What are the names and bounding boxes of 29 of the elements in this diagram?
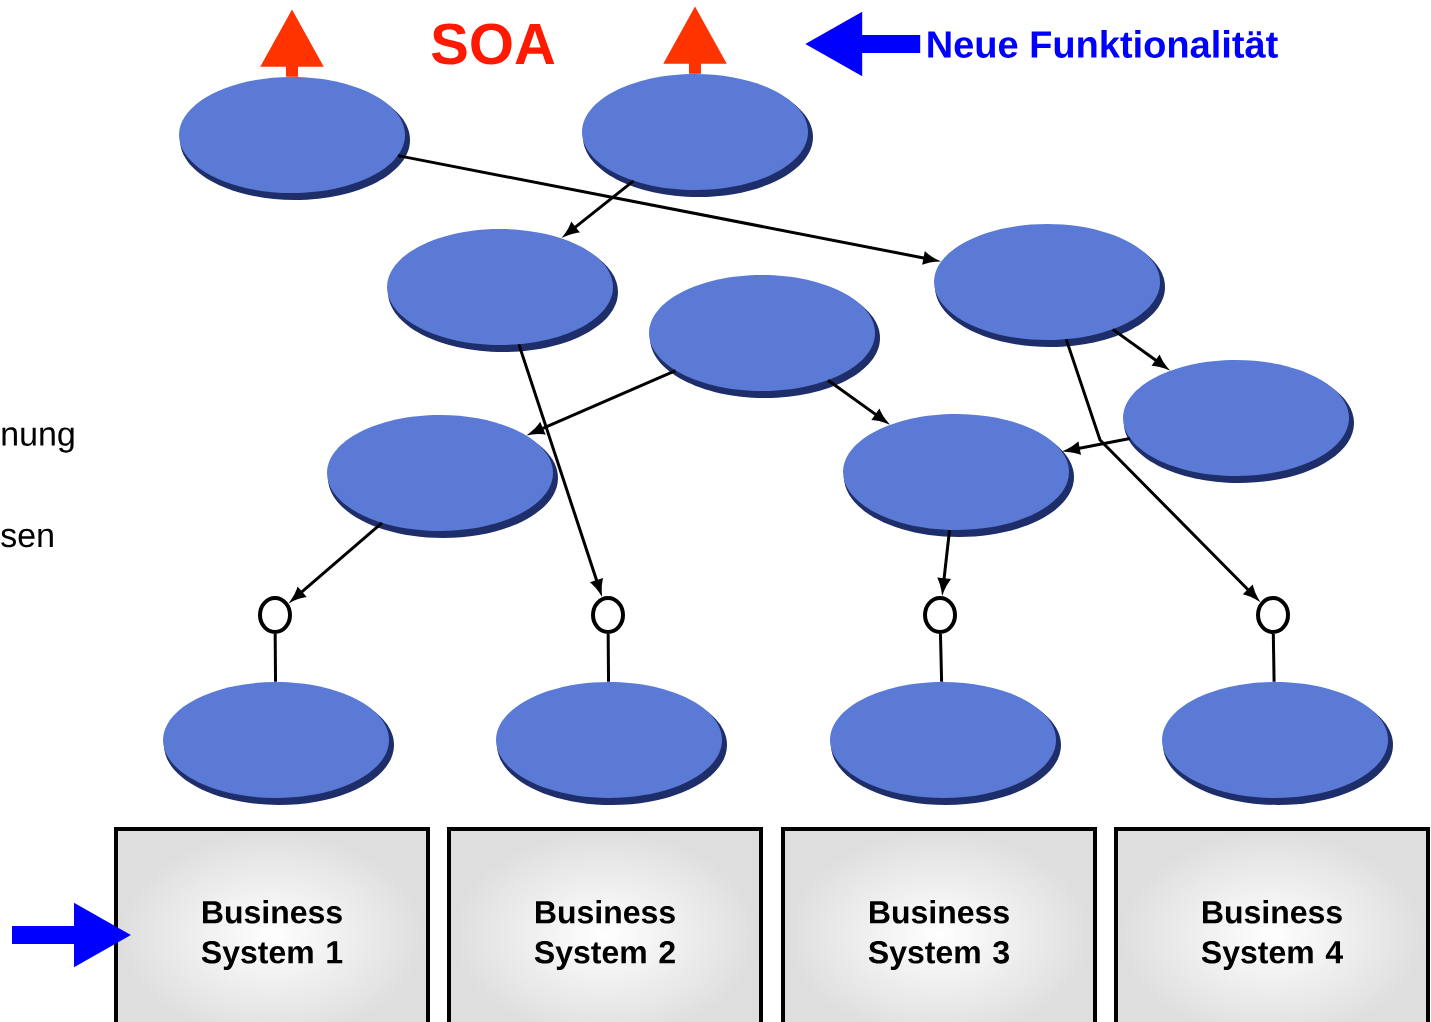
service-ellipse bbox=[934, 224, 1165, 347]
title: SOA bbox=[431, 23, 555, 65]
arrow bbox=[1111, 328, 1167, 369]
service-ellipse bbox=[163, 682, 394, 805]
service-ellipse bbox=[649, 275, 880, 398]
side-text: nung bbox=[2, 427, 74, 453]
system-box: Business System 2 bbox=[447, 827, 763, 1022]
service-ellipse bbox=[327, 415, 558, 538]
interface-circle bbox=[1256, 596, 1290, 634]
service-ellipse bbox=[830, 682, 1061, 805]
arrow bbox=[827, 379, 887, 423]
service-ellipse bbox=[387, 229, 618, 352]
side-text: sen bbox=[1, 528, 53, 548]
system-box: Business System 1 bbox=[114, 827, 430, 1022]
service-ellipse bbox=[1123, 360, 1354, 483]
interface-circle bbox=[591, 596, 625, 634]
interface-circle bbox=[258, 596, 292, 634]
service-ellipse bbox=[179, 77, 410, 200]
arrow bbox=[291, 521, 383, 601]
service-ellipse bbox=[496, 682, 727, 805]
service-ellipse bbox=[843, 414, 1074, 537]
system-box: Business System 4 bbox=[1114, 827, 1430, 1022]
system-box: Business System 3 bbox=[781, 827, 1097, 1022]
service-ellipse bbox=[1162, 682, 1393, 805]
arrow bbox=[564, 179, 635, 236]
annotation-text: Neue Funktionalität bbox=[928, 30, 1278, 58]
interface-circle bbox=[923, 596, 957, 634]
service-ellipse bbox=[582, 74, 813, 197]
arrow bbox=[1064, 338, 1258, 600]
